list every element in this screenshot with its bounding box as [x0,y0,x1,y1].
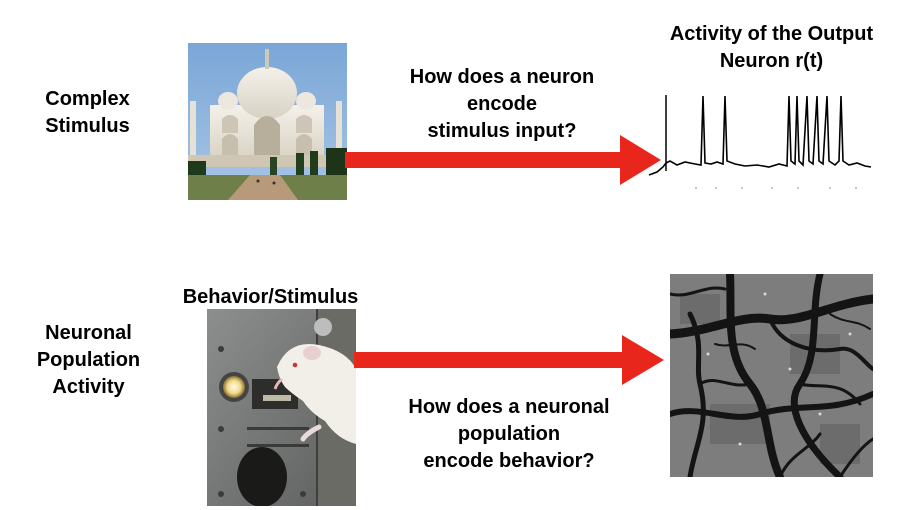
top-arrow-shape [345,135,661,185]
behavior-stimulus-caption: Behavior/Stimulus [182,286,359,308]
spike-trace-line [648,95,872,176]
taj-mahal-image [188,43,347,200]
taj-mahal-illustration [188,43,347,200]
complex-stimulus-label: Complex Stimulus [45,88,130,137]
rat-apparatus-illustration [207,309,356,506]
bottom-arrow-icon [354,335,664,385]
rat-behavior-image [207,309,356,506]
spike-train-plot [648,95,872,189]
bottom-arrow-shape [354,335,664,385]
output-neuron-title: Activity of the Output Neuron r(t) [669,23,874,72]
neuronal-imaging-image [670,274,873,477]
neuron-encoding-question: How does a neuron encode stimulus input? [409,66,595,142]
top-arrow-icon [345,135,661,185]
population-encoding-question: How does a neuronal population encode be… [408,396,610,472]
trace-baseline-ticks [695,187,857,189]
vasculature-illustration [670,274,873,477]
neuronal-population-activity-label: Neuronal Population Activity [36,322,141,398]
